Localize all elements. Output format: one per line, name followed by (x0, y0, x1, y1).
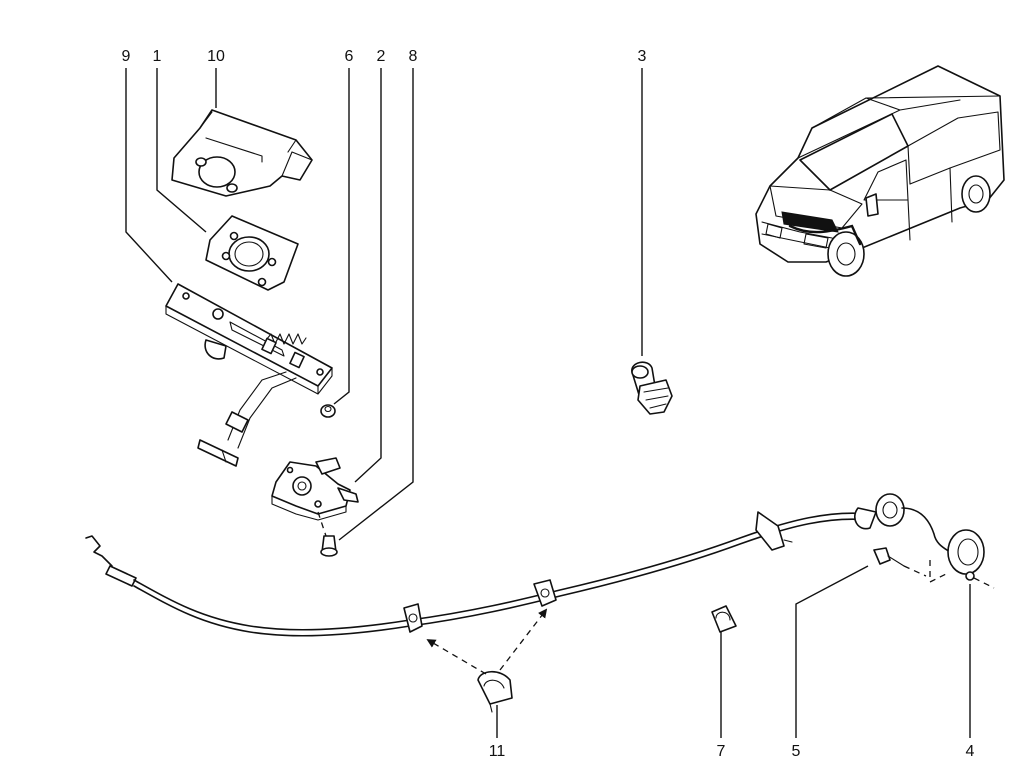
leader-2 (354, 68, 382, 483)
callout-label-6: 6 (345, 48, 354, 65)
callout-label-5: 5 (792, 743, 801, 760)
part-4-cable-end-grommet (929, 529, 995, 589)
leader-6 (333, 68, 350, 405)
leader-lines (125, 68, 971, 738)
callout-labels: 9 1 10 6 2 8 3 11 7 5 4 (122, 48, 975, 760)
callout-label-1: 1 (153, 48, 162, 65)
callout-label-3: 3 (638, 48, 647, 65)
part-11-cable-clip (426, 608, 548, 713)
leader-5 (795, 565, 869, 738)
part-6-nut (320, 404, 336, 418)
callout-label-2: 2 (377, 48, 386, 65)
leader-8 (338, 68, 414, 541)
part-8-bolt (317, 511, 338, 557)
callout-label-4: 4 (966, 743, 975, 760)
callout-label-10: 10 (207, 48, 225, 65)
callout-label-8: 8 (409, 48, 418, 65)
leader-9 (125, 68, 173, 283)
release-cable (85, 493, 951, 637)
leader-1 (156, 68, 207, 233)
part-5-screw (873, 547, 927, 577)
part-7-cable-clip (711, 605, 737, 633)
van-location-thumbnail (755, 65, 1005, 277)
part-1-gasket-plate (205, 215, 299, 291)
part-3-bonnet-buffer (631, 361, 673, 415)
callout-label-7: 7 (717, 743, 726, 760)
part-10-cover-plate (171, 109, 313, 197)
part-2-bonnet-latch (271, 457, 359, 521)
arrow-to-left-clip (426, 639, 487, 675)
arrow-to-right-clip (499, 608, 548, 671)
callout-label-9: 9 (122, 48, 131, 65)
part-9-release-lever-assembly (165, 283, 333, 467)
callout-label-11: 11 (489, 743, 506, 760)
